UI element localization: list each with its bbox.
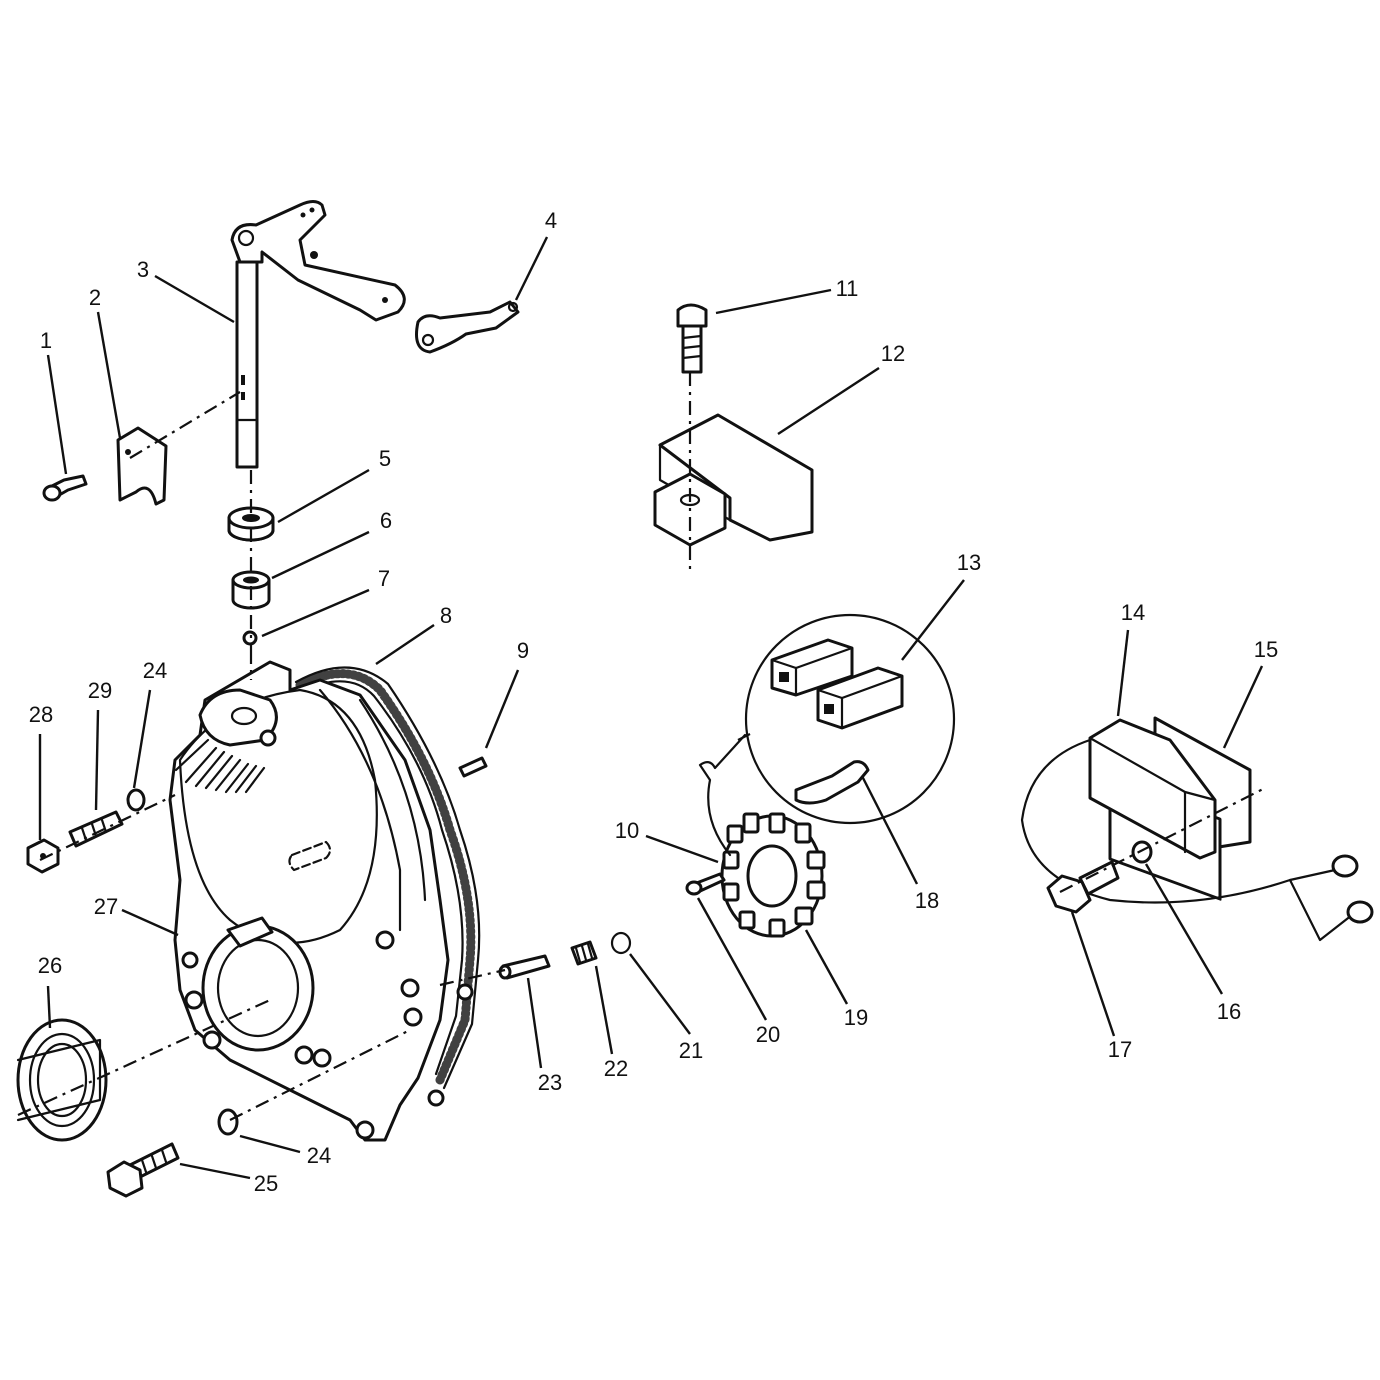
bracket-part-2	[116, 426, 168, 506]
seal-part-26	[16, 1018, 108, 1142]
callout-2: 2	[89, 285, 101, 310]
callout-16: 16	[1217, 999, 1241, 1024]
callout-24-lower: 24	[307, 1143, 331, 1168]
link-rod-end	[415, 300, 520, 354]
callout-7: 7	[378, 566, 390, 591]
gear-cover-part-27	[168, 660, 474, 1142]
callout-10: 10	[615, 818, 639, 843]
assembly-lines	[17, 372, 1266, 1121]
nut-part-28	[26, 838, 60, 874]
washer-part-24-lower	[217, 1108, 239, 1136]
callout-26: 26	[38, 953, 62, 978]
module-part-14	[1020, 718, 1374, 942]
regulator-part-12	[653, 413, 814, 547]
callout-29: 29	[88, 678, 112, 703]
bolt-part-17	[1046, 860, 1120, 914]
callout-24-upper: 24	[143, 658, 167, 683]
callout-14: 14	[1121, 600, 1145, 625]
callout-6: 6	[380, 508, 392, 533]
washer-part-16	[1131, 840, 1153, 864]
callout-labels: 1 2 3 4 5 6 7 8 9 10 11 12 13 14 15 16 1…	[29, 208, 1278, 1196]
callout-15: 15	[1254, 637, 1278, 662]
callout-27: 27	[94, 894, 118, 919]
callout-25: 25	[254, 1171, 278, 1196]
stator-part-19	[698, 733, 826, 938]
callout-5: 5	[379, 446, 391, 471]
ring-part-21	[610, 931, 632, 955]
leader-lines	[38, 236, 1264, 1180]
callout-13: 13	[957, 550, 981, 575]
washer-part-24-upper	[126, 788, 146, 812]
callout-8: 8	[440, 603, 452, 628]
callout-4: 4	[545, 208, 557, 233]
stud-part-29	[68, 810, 124, 848]
bolt-part-25	[106, 1142, 180, 1198]
bolt-part-11	[676, 303, 708, 374]
callout-1: 1	[40, 328, 52, 353]
callout-21: 21	[679, 1038, 703, 1063]
callout-22: 22	[604, 1056, 628, 1081]
governor-arm-shaft	[230, 200, 406, 469]
callout-20: 20	[756, 1022, 780, 1047]
callout-11: 11	[836, 276, 859, 301]
screw-part-20	[685, 872, 726, 896]
gasket-part-8	[294, 666, 481, 1090]
detail-circle	[744, 613, 956, 825]
screw-part-1	[42, 474, 88, 502]
dowel-part-9	[458, 756, 488, 778]
callout-18: 18	[915, 888, 939, 913]
callout-17: 17	[1108, 1037, 1132, 1062]
callout-28: 28	[29, 702, 53, 727]
callout-19: 19	[844, 1005, 868, 1030]
callout-9: 9	[517, 638, 529, 663]
callout-23: 23	[538, 1070, 562, 1095]
pin-part-23	[498, 954, 551, 980]
callout-12: 12	[881, 341, 905, 366]
plug-part-22	[570, 940, 598, 966]
callout-3: 3	[137, 257, 149, 282]
